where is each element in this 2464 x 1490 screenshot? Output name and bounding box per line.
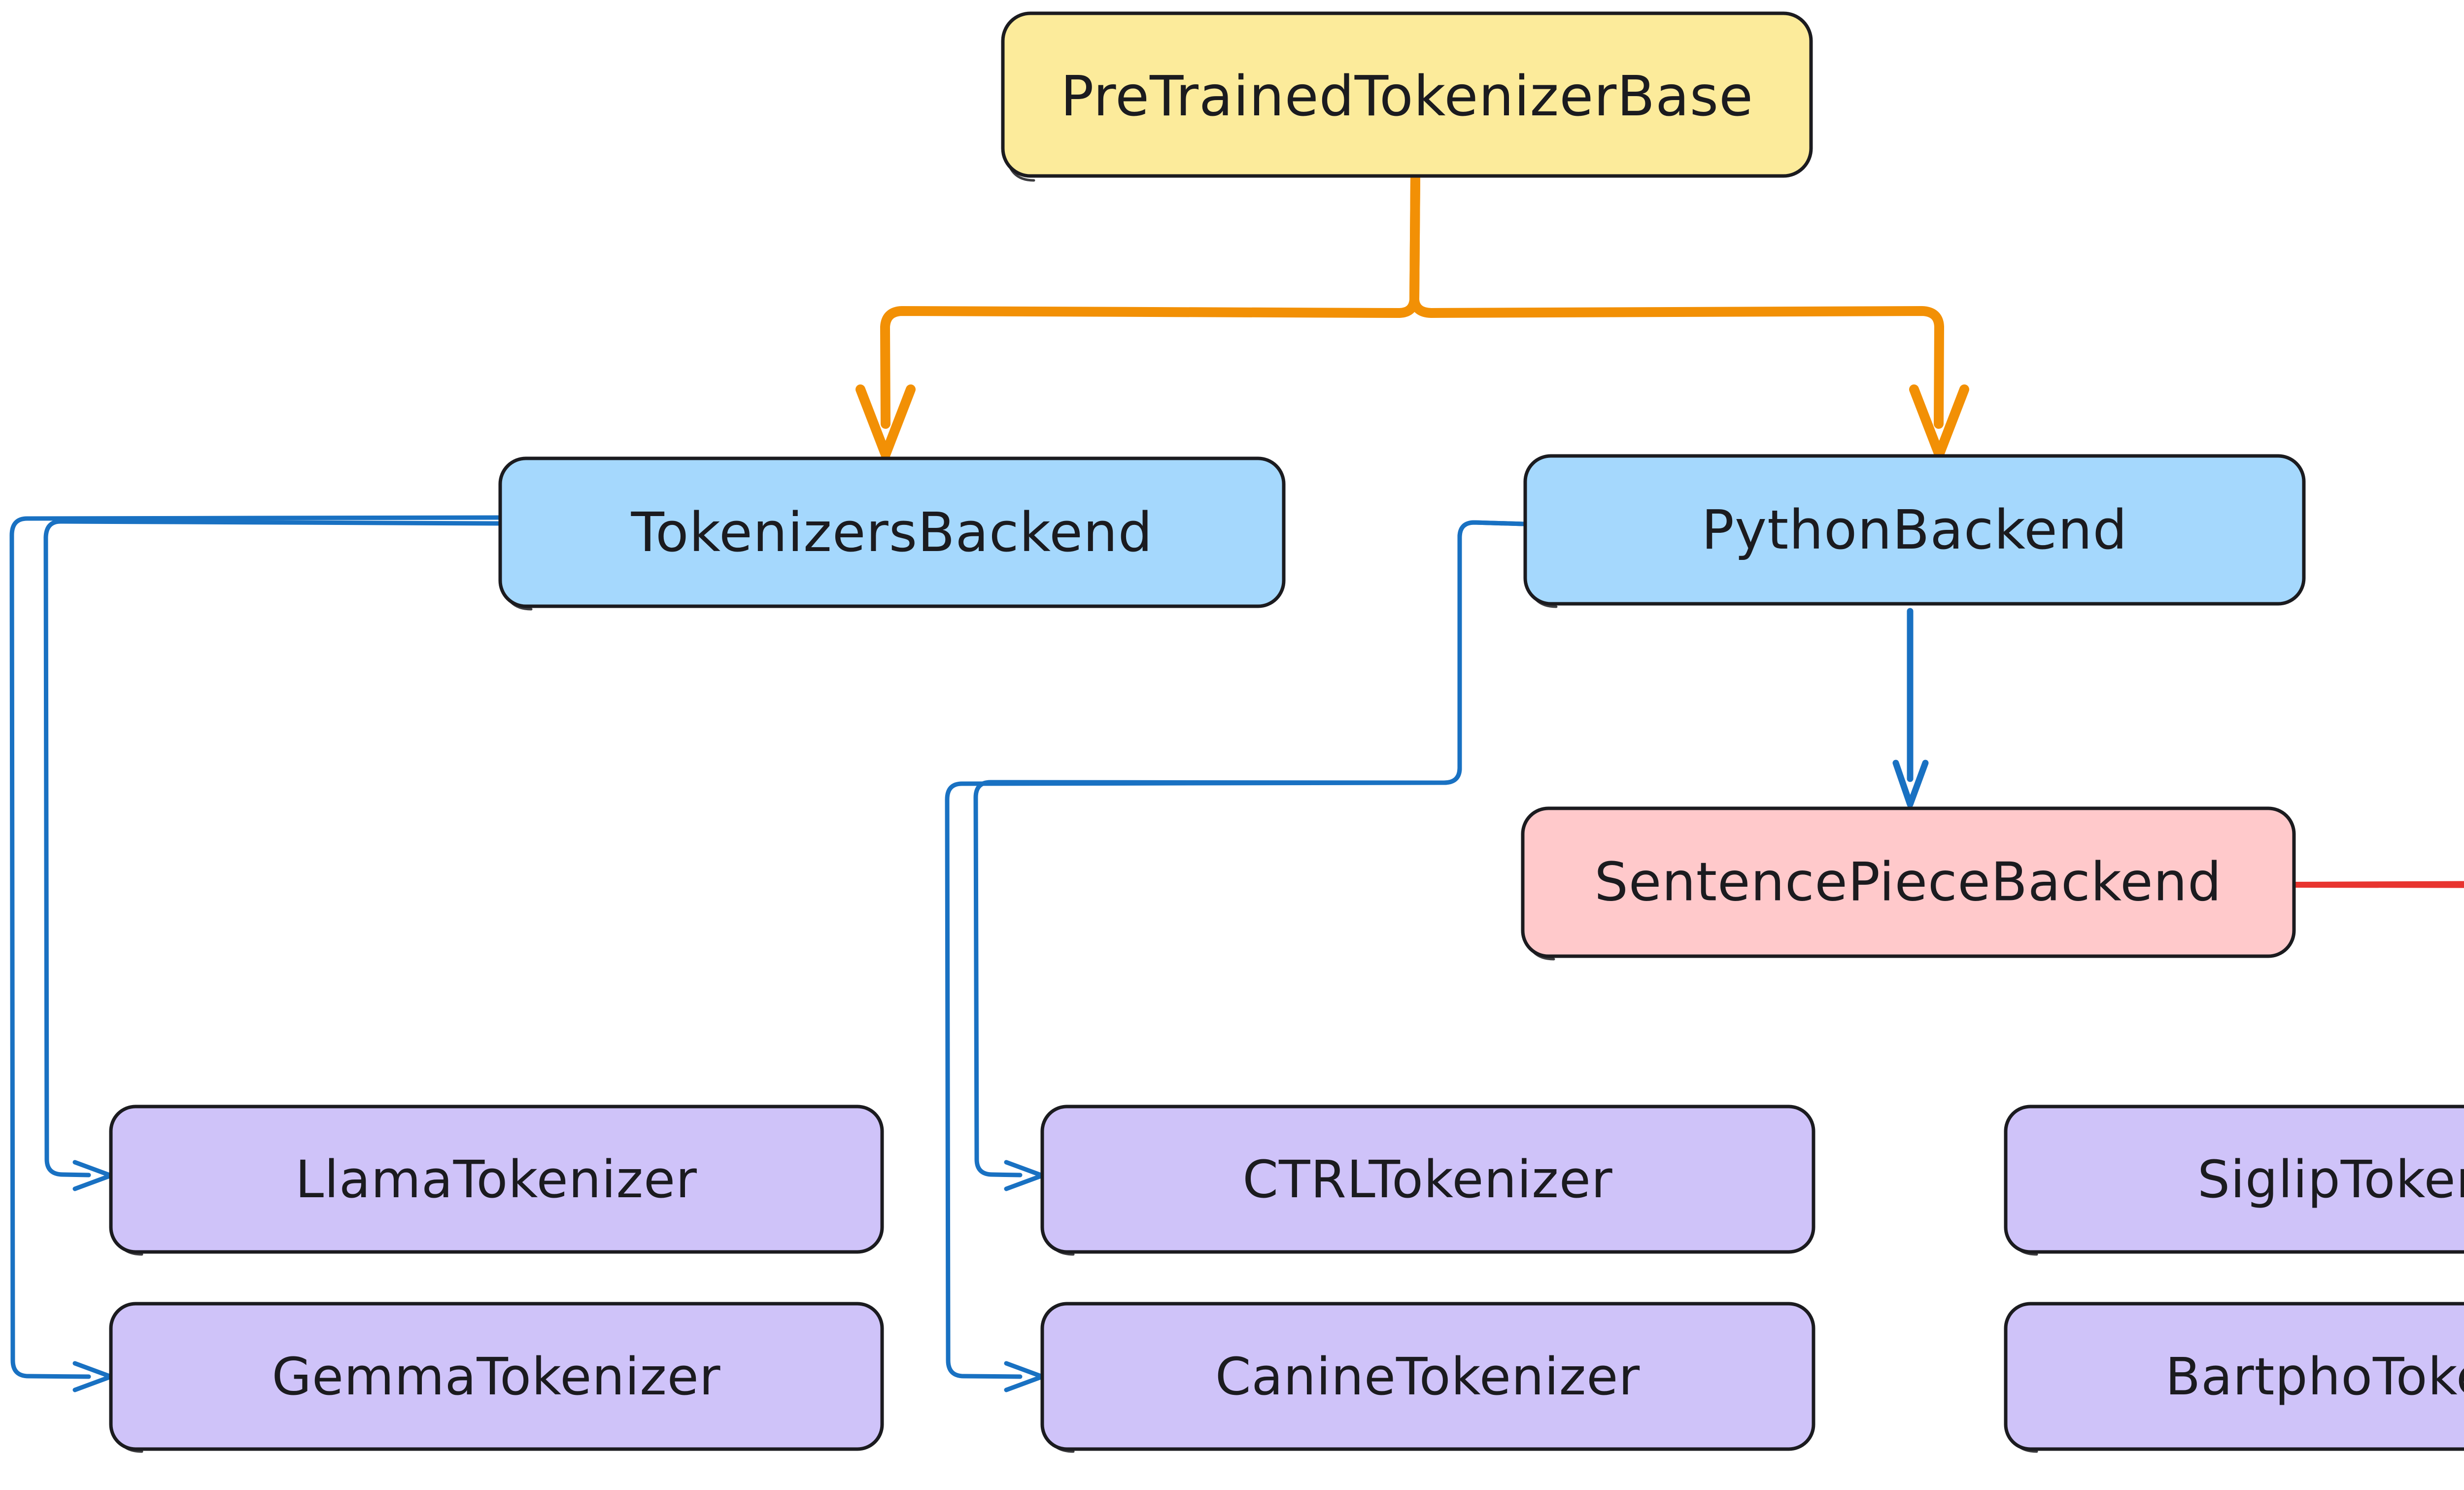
node-bartphotokenizer[interactable]: BartphoTokenizer <box>2004 1302 2464 1453</box>
node-caninetokenizer[interactable]: CanineTokenizer <box>1040 1302 1815 1453</box>
node-body <box>1521 806 2296 958</box>
node-sigliptokenizer[interactable]: SiglipTokenizer <box>2004 1105 2464 1256</box>
node-body <box>109 1105 884 1254</box>
node-label: BartphoTokenizer <box>2165 1347 2464 1407</box>
edge-python-to-ctrl-line[interactable] <box>973 520 1526 1178</box>
node-label: TokenizersBackend <box>631 501 1153 564</box>
node-label: PythonBackend <box>1702 498 2128 561</box>
node-label: GemmaTokenizer <box>272 1347 720 1407</box>
node-pythonbackend[interactable]: PythonBackend <box>1523 454 2306 608</box>
node-body <box>1001 11 1813 178</box>
node-label: SiglipTokenizer <box>2197 1149 2464 1210</box>
node-ctrltokenizer[interactable]: CTRLTokenizer <box>1040 1105 1815 1256</box>
edge-python-to-canine-line[interactable] <box>945 520 1526 1379</box>
edge-tokenizers-to-gemma-line[interactable] <box>9 515 501 1379</box>
node-label: CTRLTokenizer <box>1242 1149 1612 1210</box>
node-tokenizersbackend[interactable]: TokenizersBackend <box>498 456 1286 611</box>
node-llamatokenizer[interactable]: LlamaTokenizer <box>109 1105 884 1256</box>
node-label: CanineTokenizer <box>1215 1347 1640 1407</box>
node-label: SentencePieceBackend <box>1594 852 2222 913</box>
node-body <box>1040 1105 1815 1254</box>
node-body <box>2004 1302 2464 1451</box>
edge-tokenizers-to-llama-line[interactable] <box>43 519 501 1178</box>
edge-tokenizers-to-gemma <box>9 515 501 1392</box>
arrowhead-python-to-sentencepiece <box>1892 760 1929 808</box>
node-sentencepiecebackend[interactable]: SentencePieceBackend <box>1521 806 2296 961</box>
edge-root-to-backends <box>856 173 1969 459</box>
node-gemmatokenizer[interactable]: GemmaTokenizer <box>109 1302 884 1453</box>
node-body <box>109 1302 884 1451</box>
node-label: PreTrainedTokenizerBase <box>1061 65 1753 129</box>
node-body <box>2004 1105 2464 1254</box>
node-label: LlamaTokenizer <box>295 1149 697 1210</box>
edge-python-to-ctrl <box>973 520 1526 1191</box>
node-body <box>1523 454 2306 606</box>
edge-tokenizers-to-llama <box>43 519 501 1191</box>
node-body <box>1040 1302 1815 1451</box>
node-layer: PreTrainedTokenizerBase TokenizersBacken… <box>109 11 2464 1453</box>
edge-layer <box>9 173 2464 1392</box>
edge-python-to-sentencepiece <box>1892 608 1929 808</box>
edge-root-to-python[interactable] <box>1409 173 1944 429</box>
node-body <box>498 456 1286 608</box>
arrowhead-root-to-tokenizers <box>856 384 916 459</box>
edge-root-to-tokenizers[interactable] <box>880 173 1420 429</box>
edge-python-to-canine <box>945 520 1526 1392</box>
node-pretrainedtokenizerbase[interactable]: PreTrainedTokenizerBase <box>1001 11 1813 182</box>
